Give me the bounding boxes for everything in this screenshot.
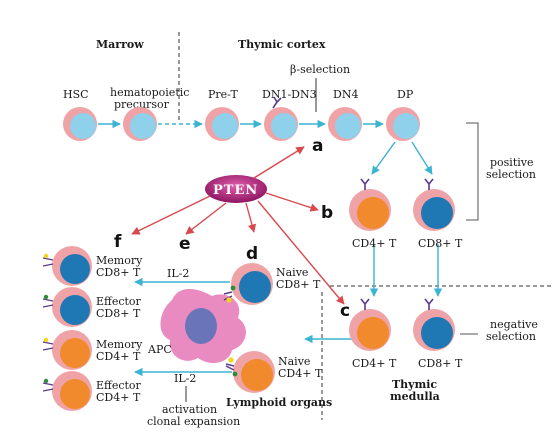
cell-hematopoietic-precursor <box>123 107 157 141</box>
header-lymphoid-organs: Lymphoid organs <box>226 396 332 409</box>
label-naive-cd4-line1: Naive <box>278 355 310 368</box>
header-thymic-cortex: Thymic cortex <box>238 38 326 51</box>
cell-memory-cd8 <box>42 246 92 286</box>
label-positive-selection: selection <box>486 168 536 181</box>
letter-e: e <box>179 234 191 254</box>
apc-nucleus <box>185 308 217 344</box>
label-memory-cd4-line1: Memory <box>96 338 143 351</box>
label-negative-selection: selection <box>486 330 536 343</box>
cell-dn1-dn3 <box>264 96 298 141</box>
label-cd4-medulla: CD4+ T <box>352 357 397 370</box>
label-il2-bottom: IL-2 <box>174 372 196 385</box>
label-dn1-dn3: DN1-DN3 <box>262 88 317 101</box>
label-dp: DP <box>397 88 414 101</box>
pten-ellipse <box>205 175 267 203</box>
label-memory-cd8-line1: Memory <box>96 254 143 267</box>
cell-dn4 <box>328 107 362 141</box>
label-effector-cd4-line2: CD4+ T <box>96 391 141 404</box>
label-negative: negative <box>490 318 538 331</box>
positive-selection-bracket <box>466 122 479 221</box>
label-naive-cd4-line2: CD4+ T <box>278 367 323 380</box>
letter-b: b <box>321 203 333 223</box>
cell-cd8-medulla <box>413 298 455 351</box>
label-activation: activation <box>162 403 217 416</box>
letter-d: d <box>246 244 258 264</box>
label-il2-top: IL-2 <box>167 267 189 280</box>
cell-effector-cd4 <box>42 371 92 411</box>
cell-effector-cd8 <box>42 287 92 327</box>
development-arrows <box>98 119 443 377</box>
label-effector-cd8-line1: Effector <box>96 295 142 308</box>
cell-cd4-medulla <box>349 298 391 351</box>
cell-cd8-positive <box>413 178 455 231</box>
label-naive-cd8-line2: CD8+ T <box>276 278 321 291</box>
label-hematopoietic: hematopoietic <box>110 86 189 99</box>
label-positive: positive <box>490 156 534 169</box>
label-naive-cd8-line1: Naive <box>276 266 308 279</box>
cell-pre-t <box>205 107 239 141</box>
label-cd8-medulla: CD8+ T <box>418 357 463 370</box>
label-memory-cd8-line2: CD8+ T <box>96 266 141 279</box>
label-clonal-expansion: clonal expansion <box>147 415 240 428</box>
header-marrow: Marrow <box>96 38 144 51</box>
label-pre-t: Pre-T <box>208 88 238 101</box>
cell-naive-cd4 <box>225 351 275 393</box>
label-precursor: precursor <box>114 98 170 111</box>
cell-memory-cd4 <box>42 330 92 370</box>
label-beta-selection: β-selection <box>290 63 350 76</box>
label-memory-cd4-line2: CD4+ T <box>96 350 141 363</box>
label-cd8-positive: CD8+ T <box>418 237 463 250</box>
letter-f: f <box>114 232 122 252</box>
label-cd4-positive: CD4+ T <box>352 237 397 250</box>
cell-cd4-positive <box>349 178 391 231</box>
label-effector-cd8-line2: CD8+ T <box>96 307 141 320</box>
pten-arrows <box>131 146 345 305</box>
cell-dp <box>386 107 420 141</box>
label-effector-cd4-line1: Effector <box>96 379 142 392</box>
label-dn4: DN4 <box>333 88 358 101</box>
cell-hsc <box>63 107 97 141</box>
letter-c: c <box>340 301 350 321</box>
label-hsc: HSC <box>63 88 89 101</box>
letter-a: a <box>312 136 323 156</box>
label-apc: APC <box>147 343 172 356</box>
pten-label: PTEN <box>213 183 258 198</box>
header-medulla: medulla <box>390 390 440 403</box>
cell-naive-cd8 <box>223 263 273 305</box>
header-thymic: Thymic <box>392 378 437 391</box>
